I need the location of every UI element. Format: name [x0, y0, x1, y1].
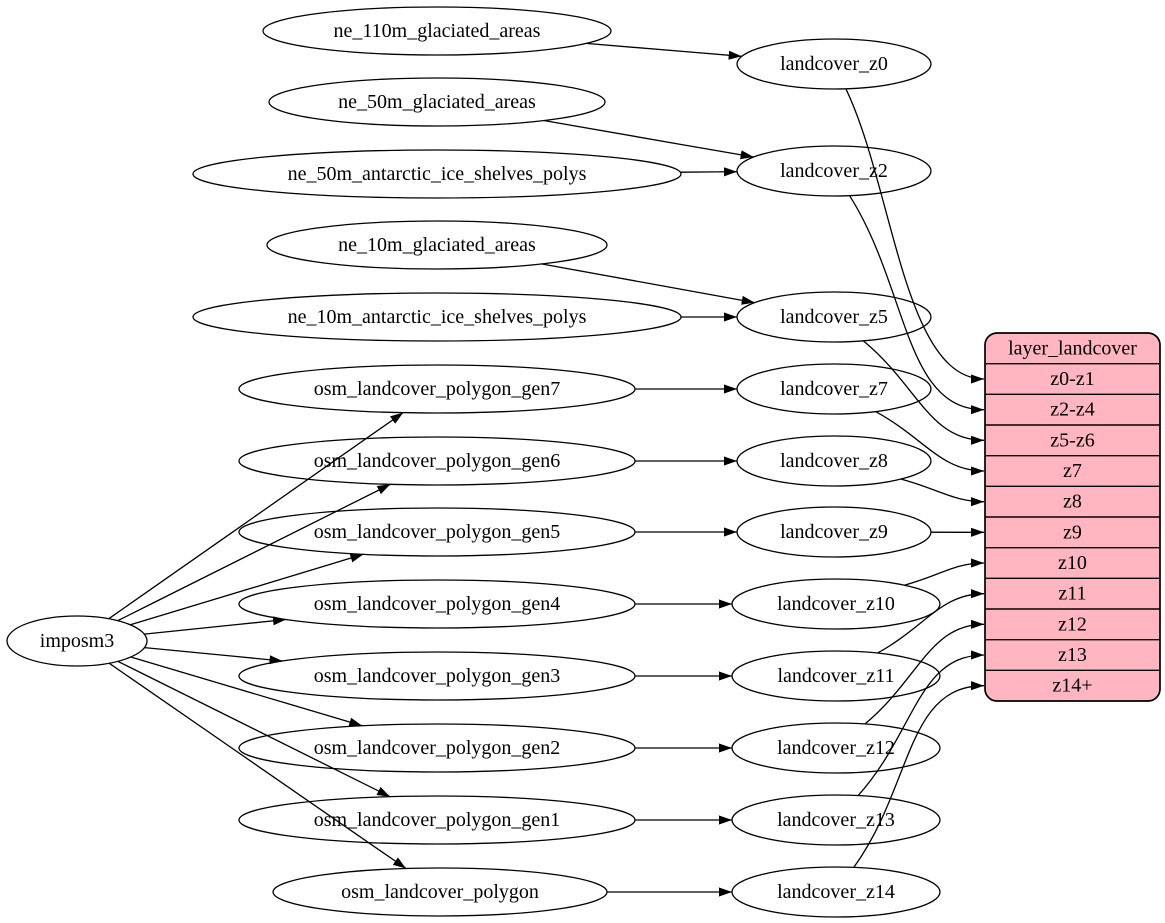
record-layer-landcover: layer_landcover z0-z1 z2-z4 z5-z6 z7 z8 z9 z10 z… [984, 332, 1161, 702]
edge-landcover-z0-to-z0-z1 [845, 88, 985, 384]
node-ne-10m-antarctic-ice-shelves-polys: ne_10m_antarctic_ice_shelves_polys [192, 292, 682, 342]
node-landcover-z8: landcover_z8 [736, 435, 932, 487]
edge-imposm3-to-osm-landcover-polygon-gen3 [144, 646, 283, 665]
node-landcover-z5: landcover_z5 [736, 291, 932, 343]
edge-landcover-z2-to-z2-z4 [849, 195, 985, 415]
node-shape-landcover-z2 [736, 145, 932, 197]
node-osm-landcover-polygon-gen5: osm_landcover_polygon_gen5 [238, 507, 636, 557]
node-label-landcover-z8: landcover_z8 [780, 450, 888, 472]
record-row-z2-z4: z2-z4 [1050, 399, 1094, 421]
node-label-osm-landcover-polygon-gen6: osm_landcover_polygon_gen6 [314, 450, 561, 472]
edge-ne-50m-glaciated-areas-to-landcover-z2 [543, 119, 754, 160]
node-ne-110m-glaciated-areas: ne_110m_glaciated_areas [262, 6, 612, 56]
edge-landcover-z12-to-z12 [864, 619, 985, 725]
node-shape-ne-50m-glaciated-areas [268, 77, 606, 127]
node-label-landcover-z11: landcover_z11 [778, 665, 895, 687]
node-label-landcover-z2: landcover_z2 [780, 160, 888, 182]
edge-landcover-z5-to-z5-z6 [862, 340, 985, 445]
edge-imposm3-to-osm-landcover-polygon-gen4 [144, 616, 287, 635]
node-landcover-z12: landcover_z12 [731, 722, 941, 774]
record-row-z10: z10 [1058, 552, 1087, 574]
node-landcover-z7: landcover_z7 [736, 363, 932, 415]
node-label-osm-landcover-polygon-gen7: osm_landcover_polygon_gen7 [314, 378, 561, 400]
node-osm-landcover-polygon: osm_landcover_polygon [272, 867, 608, 917]
edge-landcover-z11-to-z11 [877, 589, 985, 654]
edge-landcover-z10-to-z10 [904, 558, 985, 586]
node-label-osm-landcover-polygon-gen2: osm_landcover_polygon_gen2 [314, 737, 561, 759]
edge-imposm3-to-osm-landcover-polygon-gen5 [130, 553, 364, 626]
node-label-landcover-z0: landcover_z0 [780, 53, 888, 75]
edge-imposm3-to-osm-landcover-polygon [108, 662, 407, 870]
node-label-ne-10m-antarctic-ice-shelves-polys: ne_10m_antarctic_ice_shelves_polys [288, 306, 587, 328]
node-label-landcover-z13: landcover_z13 [777, 809, 895, 831]
record-row-z11: z11 [1058, 583, 1086, 605]
node-landcover-z11: landcover_z11 [731, 650, 941, 702]
edge-imposm3-to-osm-landcover-polygon-gen1 [117, 660, 391, 798]
node-osm-landcover-polygon-gen2: osm_landcover_polygon_gen2 [238, 723, 636, 773]
node-imposm3: imposm3 [6, 615, 148, 667]
node-label-landcover-z12: landcover_z12 [777, 737, 895, 759]
node-label-osm-landcover-polygon-gen3: osm_landcover_polygon_gen3 [314, 665, 561, 687]
node-landcover-z13: landcover_z13 [731, 794, 941, 846]
node-osm-landcover-polygon-gen7: osm_landcover_polygon_gen7 [238, 364, 636, 414]
record-row-z8: z8 [1063, 491, 1082, 513]
node-shape-ne-10m-glaciated-areas [266, 220, 608, 270]
record-row-z9: z9 [1063, 521, 1082, 543]
node-shape-ne-110m-glaciated-areas [262, 6, 612, 56]
record-row-z5-z6: z5-z6 [1050, 429, 1094, 451]
node-label-imposm3: imposm3 [40, 630, 114, 652]
record-title: layer_landcover [1008, 337, 1137, 359]
record-row-z12: z12 [1058, 613, 1087, 635]
node-label-landcover-z9: landcover_z9 [780, 521, 888, 543]
node-label-landcover-z14: landcover_z14 [777, 881, 895, 903]
edge-landcover-z13-to-z13 [857, 650, 985, 797]
node-osm-landcover-polygon-gen6: osm_landcover_polygon_gen6 [238, 436, 636, 486]
node-label-osm-landcover-polygon-gen4: osm_landcover_polygon_gen4 [314, 593, 561, 615]
record-row-z0-z1: z0-z1 [1050, 368, 1094, 390]
record-row-z14plus: z14+ [1052, 675, 1092, 697]
node-landcover-z14: landcover_z14 [731, 866, 941, 918]
node-label-landcover-z10: landcover_z10 [777, 593, 895, 615]
edge-ne-110m-glaciated-areas-to-landcover-z0 [585, 42, 742, 60]
node-landcover-z2: landcover_z2 [736, 145, 932, 197]
record-row-z7: z7 [1063, 460, 1082, 482]
node-landcover-z10: landcover_z10 [731, 578, 941, 630]
node-shape-ne-50m-antarctic-ice-shelves-polys [192, 149, 682, 199]
node-osm-landcover-polygon-gen4: osm_landcover_polygon_gen4 [238, 579, 636, 629]
edge-landcover-z8-to-z8 [900, 478, 985, 507]
node-landcover-z9: landcover_z9 [736, 506, 932, 558]
node-osm-landcover-polygon-gen1: osm_landcover_polygon_gen1 [238, 795, 636, 845]
node-label-landcover-z7: landcover_z7 [780, 378, 888, 400]
node-label-osm-landcover-polygon: osm_landcover_polygon [341, 881, 539, 903]
node-ne-50m-antarctic-ice-shelves-polys: ne_50m_antarctic_ice_shelves_polys [192, 149, 682, 199]
node-label-landcover-z5: landcover_z5 [780, 306, 888, 328]
edge-imposm3-to-osm-landcover-polygon-gen6 [117, 483, 391, 622]
node-landcover-z0: landcover_z0 [736, 38, 932, 90]
node-label-ne-50m-glaciated-areas: ne_50m_glaciated_areas [338, 91, 536, 113]
node-label-osm-landcover-polygon-gen5: osm_landcover_polygon_gen5 [314, 521, 561, 543]
node-shape-landcover-z0 [736, 38, 932, 90]
edge-ne-50m-antarctic-ice-shelves-polys-to-landcover-z2 [680, 167, 738, 177]
edge-imposm3-to-osm-landcover-polygon-gen2 [130, 656, 363, 727]
node-ne-50m-glaciated-areas: ne_50m_glaciated_areas [268, 77, 606, 127]
node-label-ne-50m-antarctic-ice-shelves-polys: ne_50m_antarctic_ice_shelves_polys [288, 163, 587, 185]
node-ne-10m-glaciated-areas: ne_10m_glaciated_areas [266, 220, 608, 270]
record-row-z13: z13 [1058, 644, 1087, 666]
edge-landcover-z14-to-z14plus [853, 681, 985, 868]
edge-ne-10m-glaciated-areas-to-landcover-z5 [541, 263, 755, 305]
edge-landcover-z7-to-z7 [875, 411, 985, 476]
node-label-ne-110m-glaciated-areas: ne_110m_glaciated_areas [334, 20, 541, 42]
node-shape-imposm3 [6, 615, 148, 667]
node-label-ne-10m-glaciated-areas: ne_10m_glaciated_areas [338, 234, 536, 256]
edge-imposm3-to-osm-landcover-polygon-gen7 [108, 412, 404, 620]
node-label-osm-landcover-polygon-gen1: osm_landcover_polygon_gen1 [314, 809, 561, 831]
node-osm-landcover-polygon-gen3: osm_landcover_polygon_gen3 [238, 651, 636, 701]
